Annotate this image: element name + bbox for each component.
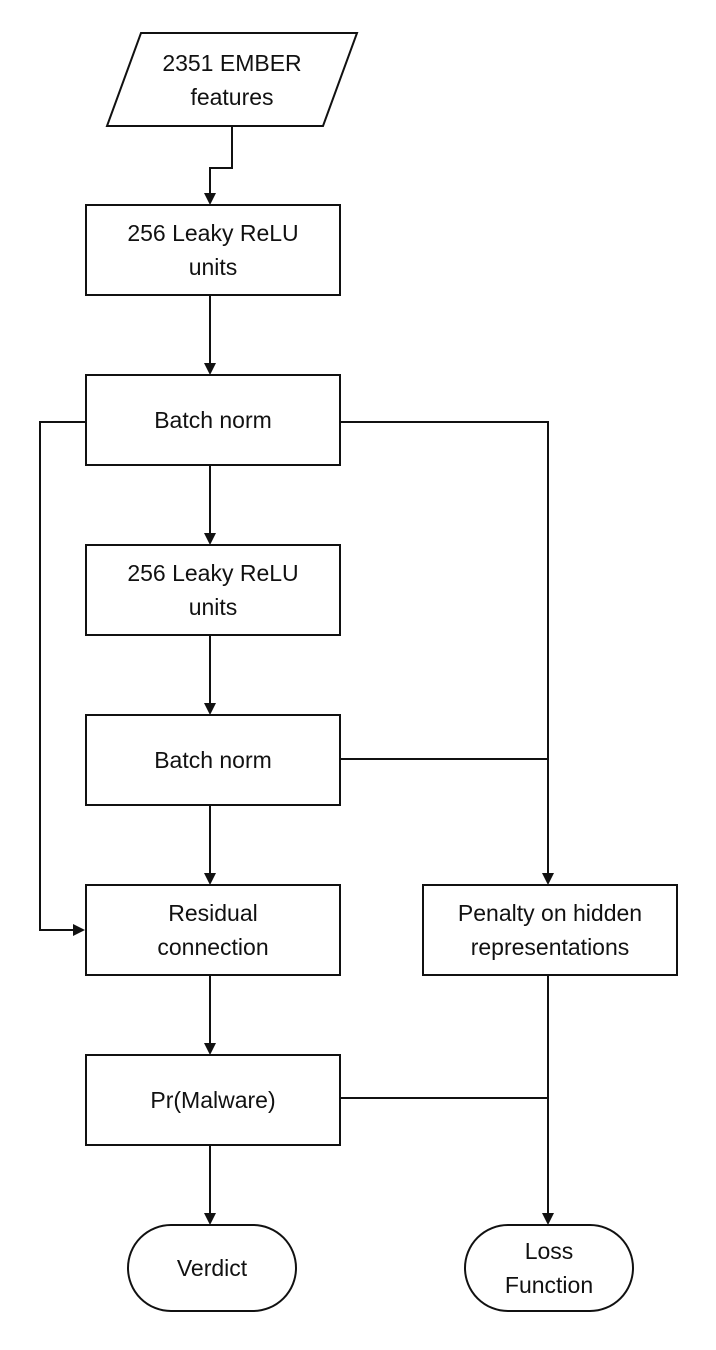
arrow-skip-bn1-to-residual xyxy=(39,421,85,936)
dense-layer-1-box: 256 Leaky ReLU units xyxy=(85,204,341,296)
dense-layer-2-box: 256 Leaky ReLU units xyxy=(85,544,341,636)
arrow-input-to-dense1 xyxy=(204,127,233,205)
input-parallelogram-shape xyxy=(105,32,359,127)
input-features-node: 2351 EMBER features xyxy=(162,50,302,110)
residual-connection-box: Residual connection xyxy=(85,884,341,976)
penalty-hidden-representations-box: Penalty on hidden representations xyxy=(422,884,678,976)
batch-norm-1-box: Batch norm xyxy=(85,374,341,466)
batch-norm-2-box: Batch norm xyxy=(85,714,341,806)
pr-malware-box: Pr(Malware) xyxy=(85,1054,341,1146)
loss-function-terminal: Loss Function xyxy=(464,1224,634,1312)
verdict-terminal: Verdict xyxy=(127,1224,297,1312)
arrow-bn1-to-penalty xyxy=(341,421,554,885)
